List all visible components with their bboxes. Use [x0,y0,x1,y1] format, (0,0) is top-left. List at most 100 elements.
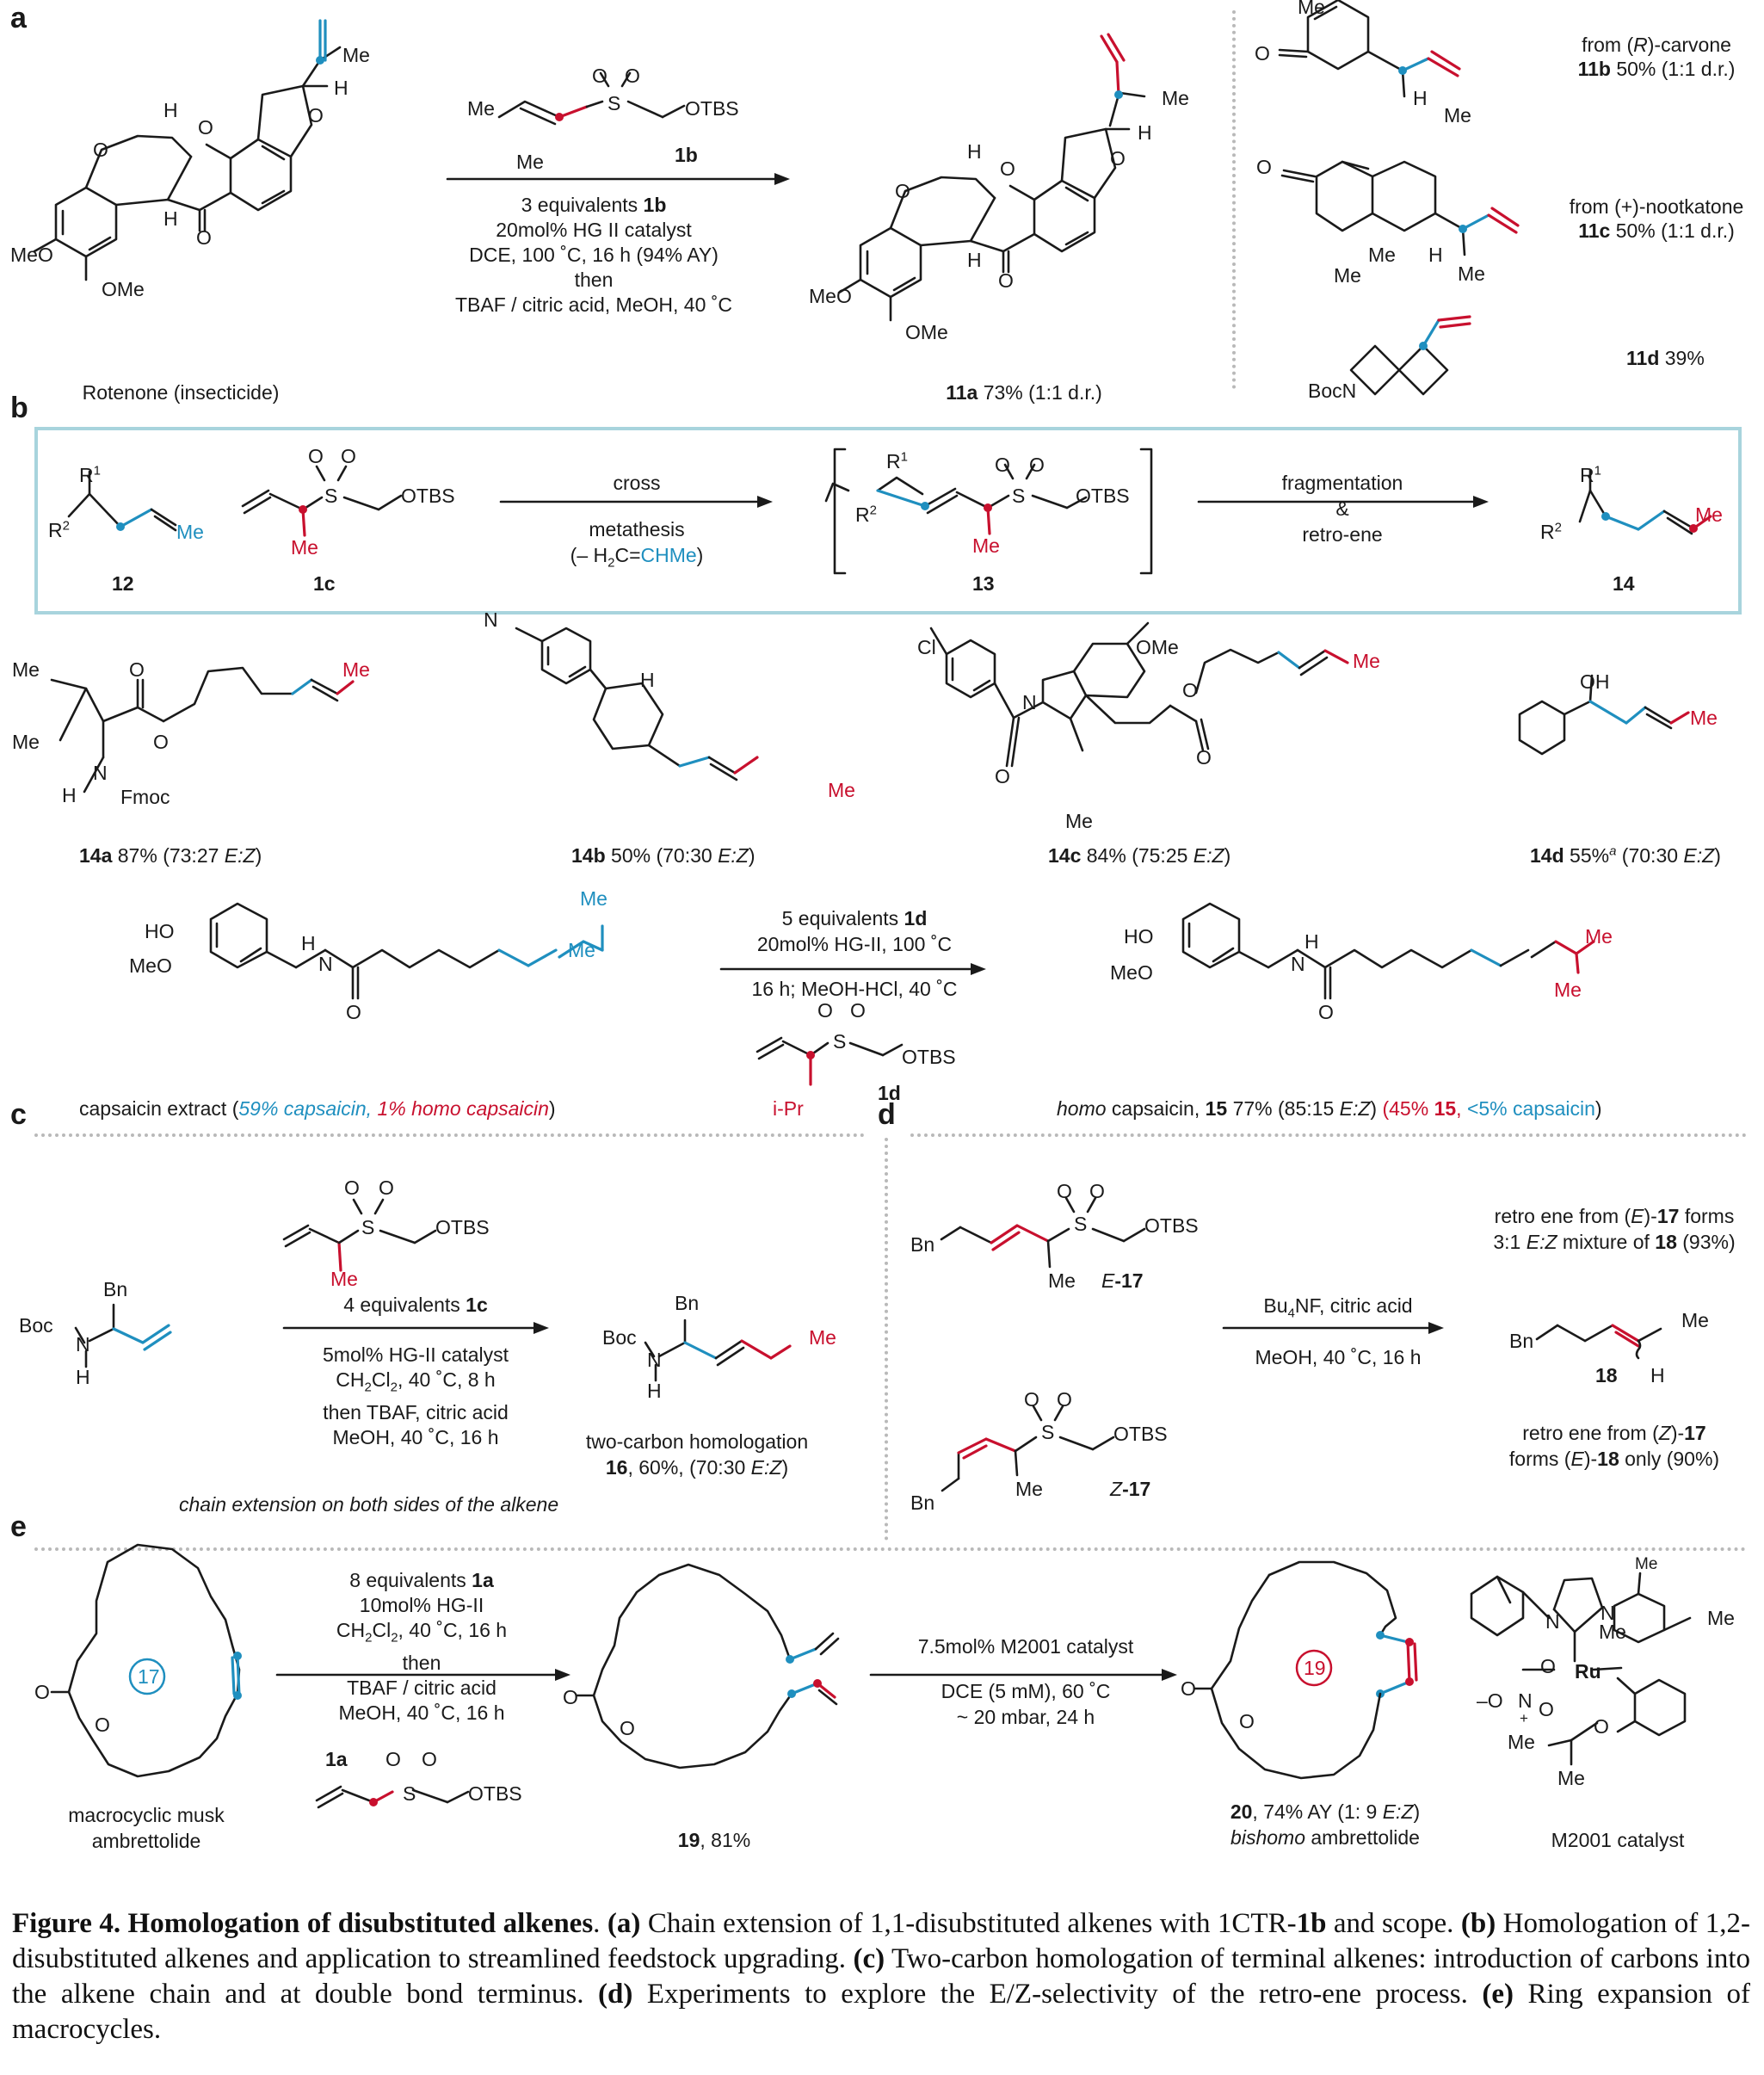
atom-o-13a: O [995,454,1010,476]
atom-s-r1: S [608,92,621,114]
scope-11d-structure [1349,315,1471,396]
atom-otbs-c1: OTBS [435,1216,490,1238]
atom-me-14a3: Me [342,658,370,681]
atom-r1-14: R1 [1580,463,1601,486]
product-20-structure [1193,1560,1418,1780]
atom-otbs-r1: OTBS [685,97,739,120]
atom-me-r2: Me [516,151,544,173]
scheme-13-structure [824,448,1153,575]
atom-me-11b2: Me [1444,104,1471,127]
atom-o-a2: O [308,104,324,127]
atom-o-14a2: O [153,731,169,753]
atom-n-14a: N [93,762,108,784]
atom-ome-p1: OMe [905,321,948,343]
atom-boc-16: Boc [602,1326,637,1349]
atom-me-14d: Me [1690,707,1718,729]
atom-me-c1: Me [330,1268,358,1290]
atom-h-a3: H [163,207,178,230]
atom-r1-13: R1 [886,449,908,472]
atom-me-m2: Me [1707,1607,1735,1629]
atom-me-1c: Me [291,536,318,559]
atom-n-14c: N [1022,691,1037,713]
conditions-capsaicin: 5 equivalents 1d 20mol% HG-II, 100 ˚C 16… [751,907,958,1000]
e17-structure [940,1196,1146,1269]
arrow-e2 [1162,1669,1177,1681]
atom-s-e17: S [1074,1213,1088,1235]
arrow-fr [1473,496,1489,508]
atom-o-19a: O [563,1686,578,1708]
product-14c-label: 14c 84% (75:25 E:Z) [1048,844,1231,867]
atom-me-p1: Me [1162,87,1189,109]
scheme-12-structure [67,470,177,532]
product-20-label: 20, 74% AY (1: 9 E:Z) bishomo ambrettoli… [1230,1800,1421,1849]
label-13: 13 [972,572,995,595]
atom-o-1a-b: O [422,1748,437,1770]
atom-oh-14d: OH [1580,670,1610,693]
atom-me-m5: Me [1557,1767,1585,1789]
atom-h-11b: H [1413,87,1428,109]
reagent-1d-structure [756,1036,904,1086]
atom-o-1d-b: O [850,999,866,1022]
atom-o-z17a: O [1024,1388,1039,1411]
atom-me-14b: Me [828,779,855,801]
atom-me-13: Me [972,534,1000,557]
atom-h-c1: H [76,1366,90,1388]
atom-o-20b: O [1239,1710,1255,1732]
atom-o-1a-a: O [385,1748,401,1770]
scope-11d-label: 11d 39% [1626,347,1705,369]
atom-nitrate-o1: O [1540,1655,1556,1677]
scheme-1c-structure [241,465,403,537]
atom-h-a2: H [163,99,178,121]
atom-o-r1: O [592,65,608,87]
scope-11c-label: from (+)-nootkatone 11c 50% (1:1 d.r.) [1569,195,1744,242]
atom-me-11c3: Me [1458,262,1485,285]
atom-h-16: H [647,1380,662,1402]
label-1d: 1d [878,1082,901,1104]
atom-o-14c3: O [1196,746,1212,769]
reagent-1b-structure [446,71,790,185]
conditions-e2: 7.5mol% M2001 catalyst DCE (5 mM), 60 ˚C… [917,1635,1134,1728]
atom-r2-14: R2 [1540,520,1562,543]
label-e17: E-17 [1101,1269,1144,1292]
conditions-e1: 8 equivalents 1a 10mol% HG-II CH2Cl2, 40… [336,1569,508,1724]
atom-n-m1: N [1545,1610,1560,1633]
panel-b-box [34,427,1742,614]
atom-o-p4: O [998,269,1014,292]
atom-h-caps: H [301,932,316,954]
atom-o-c1a: O [344,1176,360,1199]
atom-bn-z17: Bn [910,1491,935,1514]
cross-metathesis-label: cross metathesis (– H2C=CHMe) [570,472,704,571]
atom-me-14c2: Me [1353,650,1380,672]
atom-meo-homo: MeO [1110,961,1153,984]
atom-bn-16: Bn [675,1292,700,1314]
label-1a: 1a [325,1748,348,1770]
atom-me-e17: Me [1048,1269,1076,1292]
atom-o-a1: O [198,116,213,139]
ambrettolide-structure [50,1543,242,1778]
atom-o-1c-a: O [308,445,324,467]
arrow-c [534,1322,549,1334]
atom-n-m2: N [1601,1602,1615,1624]
panel-label-a: a [10,2,27,34]
separator-cd [885,1138,888,1541]
atom-me-m1: Me [1635,1555,1658,1573]
atom-o-p3: O [895,180,910,202]
separator-d [910,1133,1747,1137]
label-14: 14 [1613,572,1635,595]
atom-cl-14c: Cl [917,636,936,658]
atom-bocn-11d: BocN [1308,380,1357,402]
atom-n-16: N [647,1349,662,1371]
separator-e [34,1547,1747,1551]
atom-o-r2: O [625,65,640,87]
reagent-1a-structure [315,1785,470,1809]
atom-bn-c1: Bn [103,1278,128,1300]
product-14d-label: 14d 55%a (70:30 E:Z) [1530,843,1721,867]
ring-17-label: 17 [138,1665,160,1688]
atom-me-18: Me [1681,1309,1709,1331]
homocapsaicin-structure [1181,902,1595,1000]
atom-me-caps1: Me [580,887,608,910]
product-14b-label: 14b 50% (70:30 E:Z) [571,844,756,867]
atom-o-20a: O [1181,1677,1196,1700]
conditions-c: 5mol% HG-II catalyst CH2Cl2, 40 ˚C, 8 h … [323,1343,509,1448]
